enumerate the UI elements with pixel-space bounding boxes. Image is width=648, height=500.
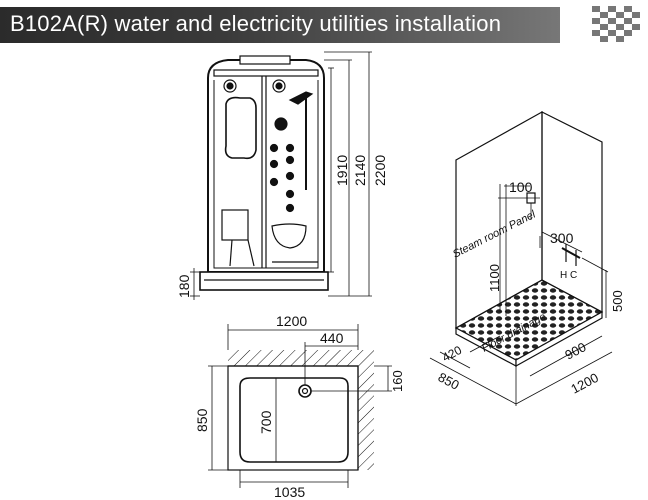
hc-label: H C [560,270,577,281]
dim-180: 180 [176,274,192,298]
dim-1200-plan: 1200 [276,313,307,329]
dim-300: 300 [550,230,574,246]
dim-1200-iso: 1200 [568,370,601,397]
dim-850-plan: 850 [194,408,210,432]
steam-panel-label: Steam room Panel [451,208,538,260]
page-title: B102A(R) water and electricity utilities… [10,11,502,36]
dim-1910: 1910 [334,155,350,186]
dim-900: 900 [562,339,588,362]
checker-pattern-logo [592,6,640,42]
dim-2140: 2140 [352,155,368,186]
dim-420: 420 [440,343,465,365]
dim-700: 700 [258,410,274,434]
isometric-view [429,110,613,406]
title-bar: B102A(R) water and electricity utilities… [0,7,560,43]
dim-160: 160 [390,370,405,392]
dim-100: 100 [509,179,533,195]
front-view [190,51,372,300]
dim-2200: 2200 [372,155,388,186]
dim-440: 440 [320,330,344,346]
dim-500: 500 [610,290,625,312]
plan-view [208,324,392,488]
dim-1100: 1100 [487,264,502,292]
dim-1035: 1035 [274,484,305,500]
